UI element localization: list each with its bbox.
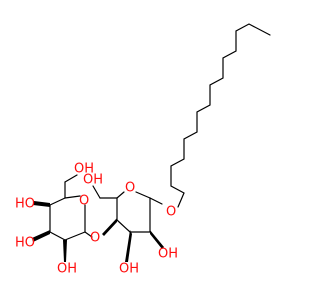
- right-bond-c6-oh: [92, 185, 101, 199]
- molecule-structure-diagram: O O OH OH OH O O OH HO HO OH: [15, 23, 271, 277]
- left-wedge-oh-3: [32, 230, 50, 242]
- alkyl-oxygen-label: O: [166, 205, 176, 220]
- right-wedge-oh-3: [150, 230, 164, 249]
- ch2oh-right-label: OH: [83, 173, 103, 188]
- right-ring-bond-c4-c3: [116, 219, 131, 233]
- left-ring-bond-c5-c4: [49, 197, 66, 206]
- ring-oxygen-left-label: O: [79, 194, 89, 209]
- ring-oxygen-right-label: O: [125, 181, 135, 196]
- right-ring-bond-o5-c5: [116, 191, 125, 199]
- oh-3-left-label: HO: [15, 236, 35, 251]
- ch2oh-left-label: OH: [74, 162, 94, 177]
- right-ring-bond-c1-o5: [135, 191, 151, 199]
- oh-4-left-label: HO: [15, 197, 35, 212]
- glycosidic-oxygen-label: O: [90, 231, 100, 246]
- left-bond-c6-oh: [64, 174, 78, 183]
- left-ring-bond-c3-c2: [49, 231, 66, 241]
- left-ring-bond-o5-c5: [64, 195, 81, 199]
- left-wedge-oh-2: [63, 240, 67, 262]
- bond-anomeric-c-o: [149, 197, 163, 205]
- dodecyl-chain: [170, 23, 271, 194]
- bond-c1-glycosidic-o: [84, 231, 93, 238]
- oh-3-right-label: OH: [158, 247, 178, 262]
- left-wedge-oh-4: [33, 201, 50, 207]
- right-wedge-oh-2: [125, 230, 132, 262]
- oh-2-right-label: OH: [119, 262, 139, 277]
- oh-2-left-label: OH: [57, 262, 77, 277]
- right-wedge-glycosidic: [102, 218, 117, 236]
- left-ring-bond-c2-c1: [64, 231, 86, 241]
- bond-o-chain: [177, 192, 185, 208]
